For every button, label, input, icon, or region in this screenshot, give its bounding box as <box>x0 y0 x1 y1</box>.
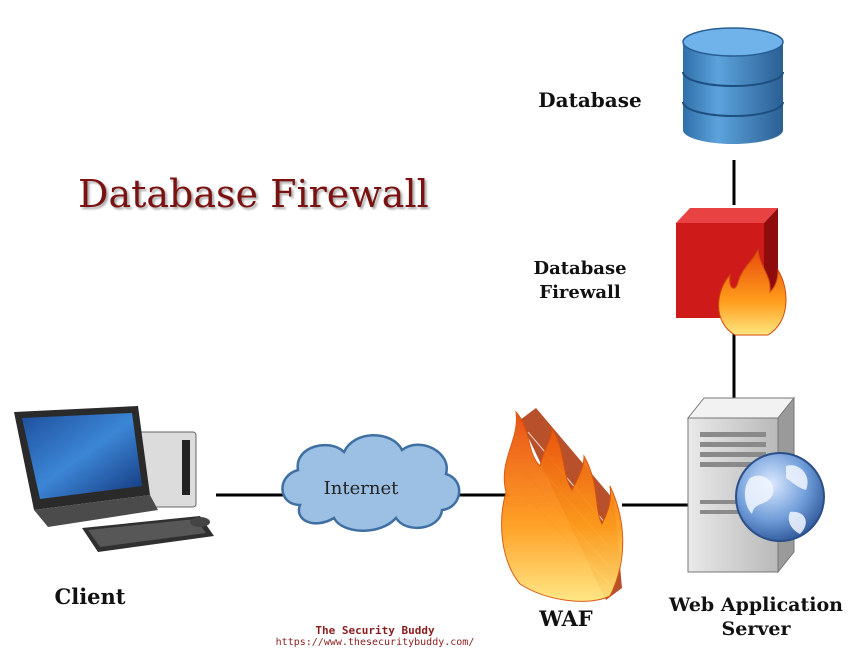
database-firewall-label-line2: Firewall <box>539 282 621 303</box>
web-server-label-line1: Web Application <box>669 594 843 616</box>
credit-name: The Security Buddy <box>315 624 435 637</box>
internet-cloud-icon <box>281 434 461 532</box>
web-server-icon <box>686 396 796 574</box>
database-label: Database <box>538 88 642 112</box>
waf-icon <box>501 408 624 602</box>
web-server-label-line2: Server <box>721 618 791 640</box>
page-title: Database Firewall <box>78 172 429 216</box>
database-firewall-label: Database Firewall <box>510 257 650 305</box>
web-server-label: Web Application Server <box>656 593 856 641</box>
client-label: Client <box>54 584 126 609</box>
waf-label: WAF <box>539 606 593 631</box>
internet-label: Internet <box>323 478 399 499</box>
credit-url: https://www.thesecuritybuddy.com/ <box>275 637 475 648</box>
connection-lines <box>216 160 736 507</box>
client-computer-icon <box>14 406 214 552</box>
globe-icon <box>735 452 825 542</box>
firewall-box-icon <box>676 208 787 336</box>
database-icon <box>682 27 784 144</box>
database-firewall-label-line1: Database <box>533 258 627 279</box>
